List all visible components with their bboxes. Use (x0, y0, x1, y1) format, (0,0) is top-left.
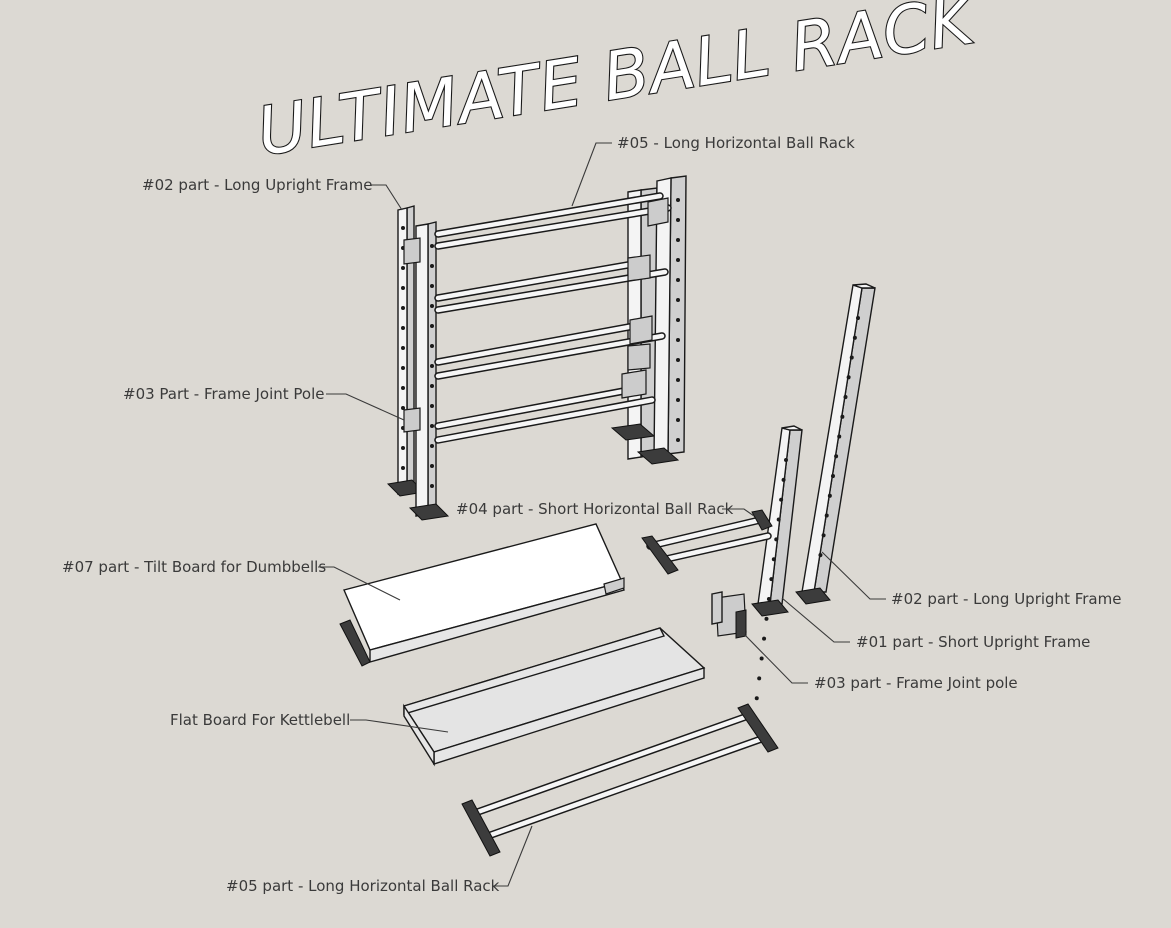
label-short-upright: #01 part - Short Upright Frame (856, 633, 1091, 651)
leader-frame-joint-pole-left (326, 393, 405, 421)
label-tilt-board: #07 part - Tilt Board for Dumbbells (62, 558, 327, 576)
frame-joint-pole-part (711, 591, 747, 639)
rack-shelf-1 (403, 192, 672, 265)
tilt-board-part (339, 523, 625, 667)
leader-short-horizontal (722, 508, 755, 517)
leader-long-upright-right (821, 551, 886, 600)
rack-shelf-4 (403, 369, 656, 444)
assembled-rack (386, 175, 687, 521)
leader-frame-joint-pole-right (741, 631, 808, 684)
label-frame-joint-pole-right: #03 part - Frame Joint pole (814, 674, 1018, 692)
leader-long-upright-left (370, 184, 403, 211)
leader-flat-board (350, 719, 449, 733)
long-horizontal-ball-rack-part (461, 703, 779, 857)
leader-lines (318, 142, 886, 887)
label-long-upright-right: #02 part - Long Upright Frame (891, 590, 1122, 608)
short-upright-frame-part (751, 425, 803, 701)
leader-long-horizontal-bottom (492, 825, 533, 887)
leader-short-upright (781, 597, 850, 643)
label-flat-board: Flat Board For Kettlebell (170, 711, 351, 729)
rack-post-front-left (408, 221, 450, 521)
rack-post-front-right (636, 175, 687, 465)
flat-board-part (402, 627, 706, 767)
label-frame-joint-pole-left: #03 Part - Frame Joint Pole (123, 385, 325, 403)
leader-long-horizontal-top (571, 142, 612, 207)
short-horizontal-ball-rack-part (641, 509, 773, 575)
label-long-horizontal-bottom: #05 part - Long Horizontal Ball Rack (226, 877, 500, 895)
rack-shelf-2 (434, 254, 669, 314)
label-long-upright-left: #02 part - Long Upright Frame (142, 176, 373, 194)
long-upright-frame-part (795, 283, 876, 605)
leader-tilt-board (318, 566, 401, 601)
label-short-horizontal: #04 part - Short Horizontal Ball Rack (456, 500, 734, 518)
rack-shelf-3 (434, 315, 666, 380)
label-long-horizontal-top: #05 - Long Horizontal Ball Rack (617, 134, 855, 152)
